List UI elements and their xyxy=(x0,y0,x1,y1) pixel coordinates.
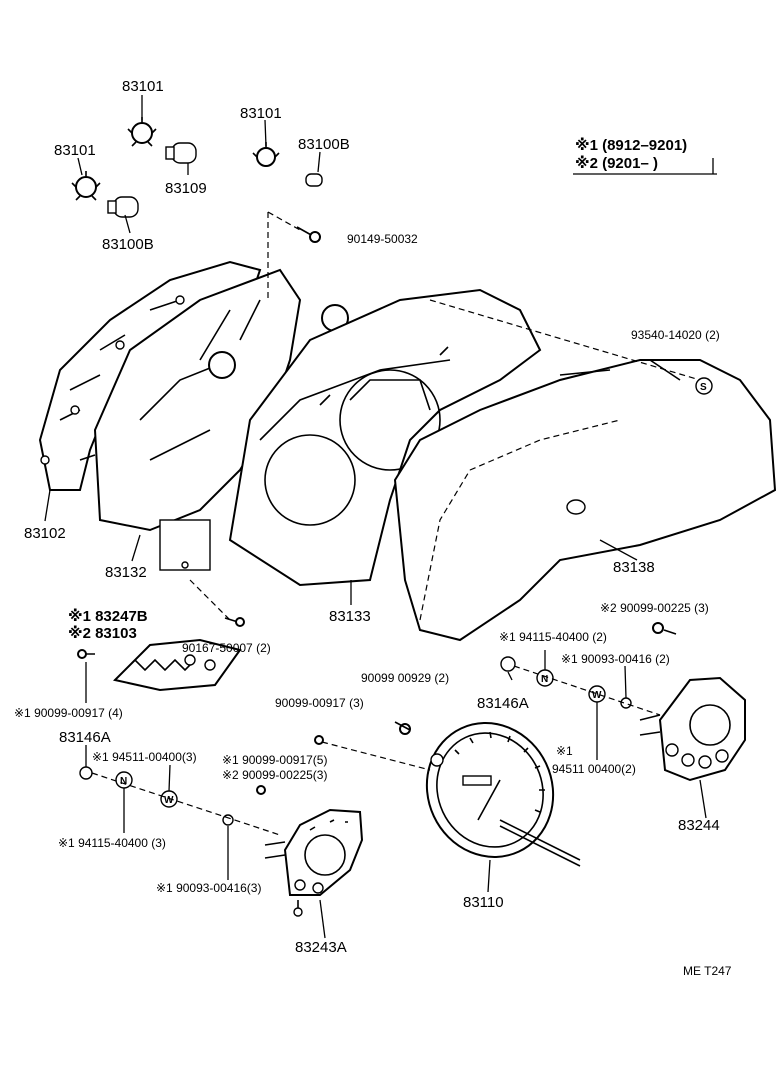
screw-icon xyxy=(314,735,324,745)
bulb-icon xyxy=(500,656,516,672)
leader-line xyxy=(189,579,231,621)
svg-text:W: W xyxy=(164,795,174,806)
label-90099-00917-5: ※1 90099-00917(5) xyxy=(222,753,327,767)
screw-icon xyxy=(256,785,266,795)
svg-text:W: W xyxy=(592,690,602,701)
label-90099-00917-4: ※1 90099-00917 (4) xyxy=(14,706,123,720)
label-83100b-b: 83100B xyxy=(102,236,154,253)
label-93540-14020: 93540-14020 (2) xyxy=(631,328,720,342)
meter-glass xyxy=(393,359,777,642)
circuit-board xyxy=(113,638,242,692)
leader-line xyxy=(429,299,701,381)
bulb-icon xyxy=(79,766,93,780)
legend-line-1: ※1 (8912–9201) xyxy=(575,136,687,154)
small-parts-left: N W xyxy=(79,721,431,836)
small-parts-right: N W xyxy=(500,622,677,716)
label-83102: 83102 xyxy=(24,525,66,542)
socket-icon xyxy=(127,117,157,147)
label-83133: 83133 xyxy=(329,608,371,625)
label-90093-00416-3: ※1 90093-00416(3) xyxy=(156,881,261,895)
label-83101-a: 83101 xyxy=(122,78,164,95)
label-94511-00400-3: ※1 94511-00400(3) xyxy=(92,750,197,764)
label-83146a-right: 83146A xyxy=(477,695,529,712)
leader-lines xyxy=(44,95,707,939)
label-90099-00225-3: ※2 90099-00225(3) xyxy=(222,768,327,782)
svg-text:S: S xyxy=(700,382,707,393)
label-83243a: 83243A xyxy=(295,939,347,956)
label-83103: ※2 83103 xyxy=(68,624,137,642)
label-94511-00400-2: 94511 00400(2) xyxy=(552,762,636,776)
washer-s-icon: S xyxy=(695,377,713,395)
leader-line xyxy=(267,211,301,231)
label-90099-00225-3-right: ※2 90099-00225 (3) xyxy=(600,601,709,615)
label-90093-00416-2: ※1 90093-00416 (2) xyxy=(561,652,670,666)
legend: ※1 (8912–9201) ※2 (9201– ) xyxy=(573,136,717,175)
bulb-icon xyxy=(107,196,139,218)
label-90149-50032: 90149-50032 xyxy=(347,232,418,246)
bulb-icon xyxy=(165,142,197,164)
label-83101-c: 83101 xyxy=(240,105,282,122)
meter-case xyxy=(228,288,542,587)
part-labels: 83101 83101 83101 83109 83100B 83100B 90… xyxy=(14,78,720,956)
label-83100b-a: 83100B xyxy=(298,136,350,153)
meter-case-assembly xyxy=(38,260,542,587)
bulb-icon xyxy=(305,173,323,187)
label-94511-marker: ※1 xyxy=(556,744,573,758)
screw-icon xyxy=(77,649,95,659)
legend-line-2: ※2 (9201– ) xyxy=(575,154,658,172)
svg-text:N: N xyxy=(541,674,548,685)
screw-icon xyxy=(224,617,245,627)
bulb-group xyxy=(71,117,323,243)
socket-icon xyxy=(71,171,101,201)
label-83244: 83244 xyxy=(678,817,720,834)
screw-icon xyxy=(652,622,664,634)
diagram-code: ME T247 xyxy=(683,964,732,978)
label-83101-b: 83101 xyxy=(54,142,96,159)
washer-icon xyxy=(222,814,234,826)
label-83138: 83138 xyxy=(613,559,655,576)
svg-text:N: N xyxy=(120,776,127,787)
label-90099-00917-3: 90099-00917 (3) xyxy=(275,696,364,710)
label-83247b: ※1 83247B xyxy=(68,607,148,625)
label-94115-40400-2: ※1 94115-40400 (2) xyxy=(499,630,607,644)
label-83132: 83132 xyxy=(105,564,147,581)
label-83146a-left: 83146A xyxy=(59,729,111,746)
label-94115-40400-3: ※1 94115-40400 (3) xyxy=(58,836,166,850)
fuel-temp-gauge xyxy=(264,808,364,917)
tachometer-gauge xyxy=(639,676,746,782)
label-83109: 83109 xyxy=(165,180,207,197)
label-90099-00929: 90099 00929 (2) xyxy=(361,671,449,685)
screw-icon xyxy=(296,226,321,243)
label-83110: 83110 xyxy=(463,894,504,911)
speedometer xyxy=(425,722,581,867)
label-90167-50007: 90167-50007 (2) xyxy=(182,641,271,655)
